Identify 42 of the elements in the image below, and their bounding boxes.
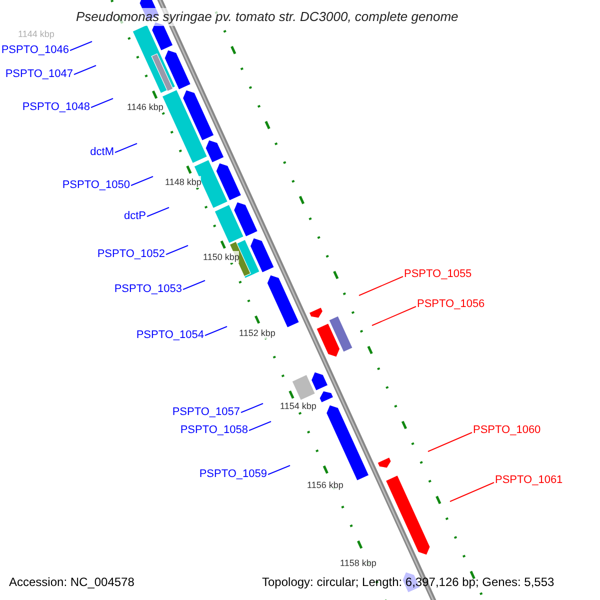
gene-label: dctM	[90, 146, 114, 159]
gene-label: PSPTO_1061	[495, 474, 563, 487]
gene-label: PSPTO_1052	[97, 248, 165, 261]
leader-line	[70, 41, 92, 51]
gene-label: PSPTO_1046	[1, 44, 69, 57]
leader-line	[114, 143, 138, 153]
tick-label: 1150 kbp	[203, 251, 240, 263]
gene-label: PSPTO_1059	[199, 468, 267, 481]
leader-line	[450, 482, 494, 502]
tick-label: 1146 kbp	[127, 101, 164, 113]
leader-line	[428, 432, 472, 452]
leader-line	[248, 421, 272, 431]
gene-label: PSPTO_1056	[417, 298, 485, 311]
tick-label: 1156 kbp	[307, 479, 344, 491]
tick-label: 1154 kbp	[280, 400, 316, 412]
gene-label: PSPTO_1057	[172, 406, 240, 419]
gene-label: dctP	[124, 210, 146, 223]
leader-line	[204, 326, 228, 336]
gene-label: PSPTO_1048	[22, 101, 90, 114]
gene-label: PSPTO_1053	[114, 283, 182, 296]
leader-line	[268, 465, 290, 475]
gene-label: PSPTO_1060	[473, 424, 541, 437]
footer-note: Topology: circular; Length: 6,397,126 bp; Genes: 5,553	[262, 576, 554, 588]
leader-line	[90, 98, 114, 108]
leader-line	[182, 280, 206, 290]
leader-line	[146, 207, 170, 217]
leader-line	[74, 65, 96, 75]
tick-label: 1152 kbp	[239, 327, 276, 339]
gene-label: PSPTO_1050	[62, 179, 130, 192]
footer-note: Accession: NC_004578	[9, 576, 134, 588]
tick-label: 1158 kbp	[340, 557, 376, 569]
tick-label: 1144 kbp	[18, 28, 54, 40]
leader-line	[240, 403, 264, 413]
leader-line	[358, 276, 404, 296]
gene-label: PSPTO_1055	[404, 268, 472, 281]
leader-line	[372, 306, 416, 326]
gene-label: PSPTO_1058	[180, 424, 248, 437]
tick-label: 1148 kbp	[165, 176, 202, 188]
leader-line	[130, 176, 154, 186]
leader-line	[166, 245, 188, 255]
gene-label: PSPTO_1054	[136, 329, 204, 342]
gene-label: PSPTO_1047	[5, 68, 73, 81]
